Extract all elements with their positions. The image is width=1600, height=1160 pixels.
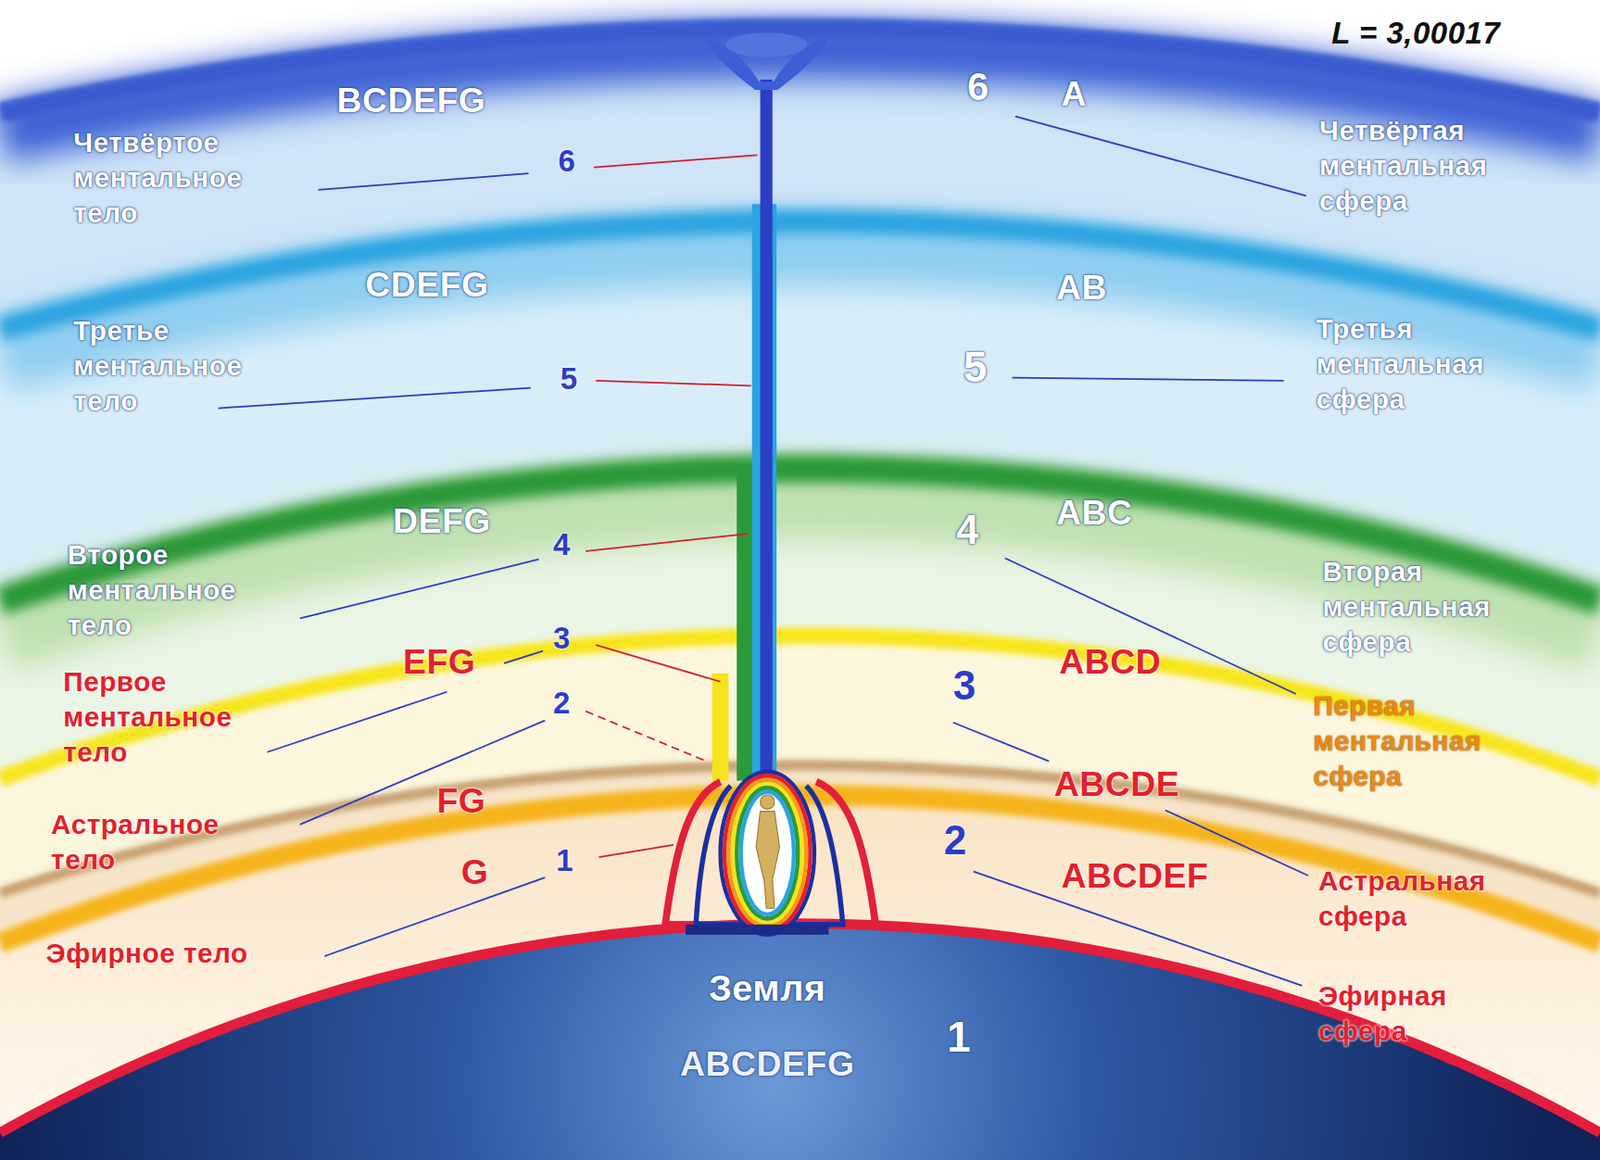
- sphere-number: 6: [967, 62, 990, 113]
- human-figure: [760, 794, 775, 809]
- body-name: Второе ментальное тело: [67, 537, 303, 643]
- callout-number: 1: [555, 841, 574, 881]
- mental-band: [0, 18, 1600, 1160]
- earth-rim: [0, 923, 1600, 1134]
- body-name: Эфирное тело: [46, 935, 249, 971]
- leader-line: [953, 722, 1050, 762]
- mental-band: [0, 627, 1600, 1160]
- sphere-number: 5: [963, 340, 988, 395]
- letter-set: ABCDE: [1054, 762, 1180, 807]
- sphere-name: Четвёртая ментальная сфера: [1319, 113, 1554, 219]
- callout-number: 6: [558, 141, 577, 181]
- body-name: Астральное тело: [50, 806, 271, 878]
- aura-ring: [720, 771, 815, 935]
- column-strand: [760, 79, 773, 784]
- pointer-line: [585, 533, 748, 552]
- letter-set: DEFG: [392, 499, 492, 544]
- leader-line: [1015, 116, 1307, 197]
- letter-set: G: [461, 850, 490, 895]
- aura-ring: [736, 787, 798, 919]
- leader-line: [1005, 557, 1297, 693]
- mental-band: [0, 453, 1600, 1160]
- pointer-line: [585, 711, 705, 761]
- letter-set: ABCDEFG: [680, 1042, 855, 1087]
- letter-set: ABCD: [1058, 640, 1161, 685]
- column-strand: [712, 673, 730, 782]
- aura-ring: [724, 775, 811, 931]
- letter-set: BCDEFG: [337, 78, 487, 124]
- letter-set: ABC: [1056, 491, 1134, 536]
- letter-set: EFG: [403, 640, 476, 685]
- leader-line: [300, 720, 545, 825]
- leader-line: [318, 173, 530, 190]
- callout-number: 5: [560, 359, 579, 399]
- sphere-name: Третья ментальная сфера: [1316, 311, 1551, 417]
- aura-ring: [741, 792, 794, 915]
- band-edge: [0, 221, 1600, 329]
- sphere-number: 3: [953, 659, 977, 712]
- callout-number: 3: [553, 618, 571, 658]
- column-funnel: [725, 32, 807, 57]
- body-name: Третье ментальное тело: [73, 313, 308, 419]
- sphere-name: Астральная сфера: [1318, 863, 1538, 934]
- letter-set: CDEFG: [365, 263, 489, 308]
- mental-band: [0, 209, 1600, 1160]
- letter-set: A: [1061, 72, 1088, 117]
- sphere-name: Вторая ментальная сфера: [1322, 554, 1557, 660]
- sphere-name: Эфирная сфера: [1318, 978, 1523, 1049]
- sphere-name: Первая ментальная сфера: [1313, 688, 1549, 794]
- body-name: Первое ментальное тело: [62, 664, 298, 770]
- callout-number: 4: [553, 525, 571, 565]
- pointer-line: [599, 844, 674, 857]
- body-name: Четвёртое ментальное тело: [73, 125, 308, 231]
- sphere-number: 1: [946, 1009, 971, 1065]
- value-label: L = 3,00017: [1331, 13, 1500, 53]
- letter-set: AB: [1056, 265, 1108, 311]
- leader-line: [324, 877, 545, 957]
- leader-line: [267, 692, 448, 753]
- letter-set: ABCDEF: [1061, 854, 1210, 899]
- pointer-line: [593, 154, 757, 167]
- letter-set: FG: [436, 779, 486, 824]
- leader-line: [1012, 377, 1285, 381]
- aura-bell: [695, 785, 844, 925]
- sphere-number: 4: [956, 503, 980, 556]
- pointer-line: [595, 380, 751, 387]
- aura-ring: [732, 783, 803, 923]
- aura-bell: [665, 781, 876, 925]
- leader-line: [300, 559, 540, 619]
- earth-globe: [0, 923, 1600, 1160]
- sphere-number: 2: [944, 814, 968, 867]
- planet-name: Земля: [708, 964, 827, 1012]
- aura-ring: [728, 779, 807, 927]
- leader-line: [218, 388, 531, 409]
- astral-band: [0, 760, 1600, 1160]
- leader-line: [503, 651, 543, 664]
- pointer-line: [595, 644, 720, 682]
- callout-number: 2: [553, 683, 571, 723]
- column-base: [685, 924, 829, 935]
- human-figure: [755, 811, 780, 909]
